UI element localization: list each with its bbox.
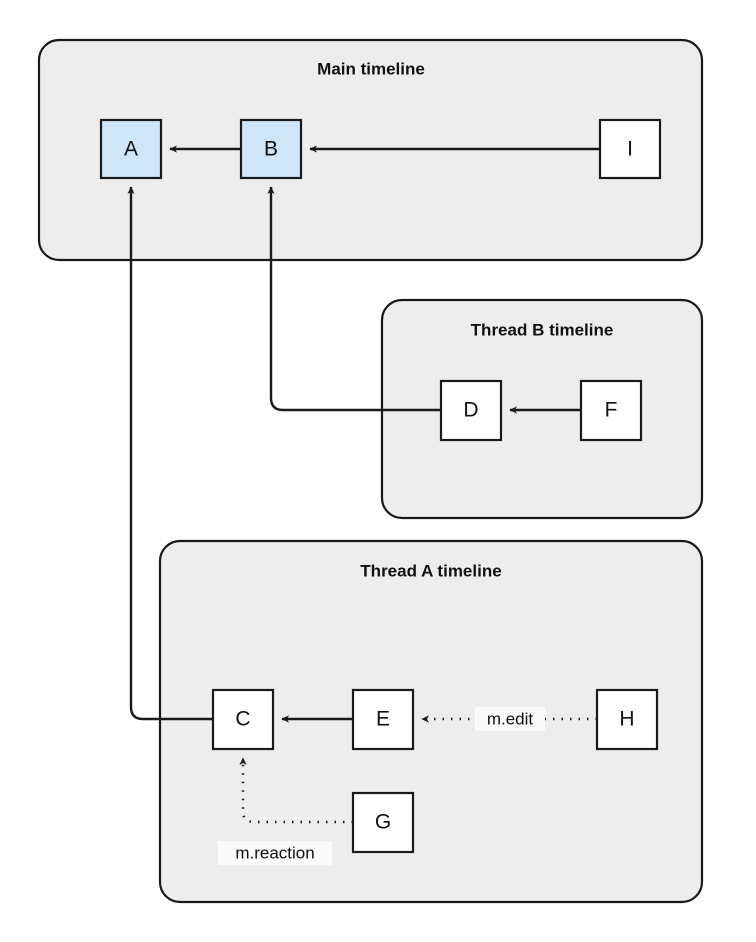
panel-thread_a-title: Thread A timeline	[360, 561, 501, 580]
node-G[interactable]: G	[351, 791, 415, 854]
node-F-rect[interactable]	[579, 379, 643, 442]
panel-thread_a-rect	[158, 539, 704, 904]
node-A-rect[interactable]	[99, 118, 163, 180]
node-B-rect[interactable]	[239, 118, 303, 180]
panel-thread_b-title: Thread B timeline	[471, 320, 614, 339]
edge-C-A	[127, 186, 213, 721]
panel-main-title: Main timeline	[317, 59, 425, 78]
edge-label-H-E-text: m.edit	[487, 709, 534, 728]
node-I[interactable]: I	[598, 118, 662, 180]
node-E-label: E	[376, 708, 390, 731]
node-G-rect[interactable]	[351, 791, 415, 854]
node-E-rect[interactable]	[351, 688, 415, 751]
node-D-rect[interactable]	[439, 379, 503, 442]
node-C[interactable]: C	[211, 688, 275, 751]
node-C-rect[interactable]	[211, 688, 275, 751]
node-D-label: D	[463, 399, 478, 422]
edge-label-G-C: m.reaction	[218, 841, 332, 865]
edge-D-B	[267, 186, 441, 412]
node-H-rect[interactable]	[595, 688, 659, 751]
edge-label-H-E: m.edit	[475, 707, 545, 731]
node-D[interactable]: D	[439, 379, 503, 442]
node-I-rect[interactable]	[598, 118, 662, 180]
node-G-label: G	[375, 811, 391, 834]
node-A[interactable]: A	[99, 118, 163, 180]
node-C-label: C	[235, 708, 250, 731]
edge-label-H-E-background	[475, 707, 545, 731]
panel-thread_a: Thread A timeline	[158, 539, 704, 904]
node-E[interactable]: E	[351, 688, 415, 751]
edge-label-G-C-background	[218, 841, 332, 865]
node-F-label: F	[605, 399, 618, 422]
edges-layer	[127, 145, 600, 824]
nodes-layer: A B I D F C E H G	[99, 118, 662, 854]
node-H[interactable]: H	[595, 688, 659, 751]
edge-label-G-C-text: m.reaction	[235, 843, 314, 862]
node-B-label: B	[264, 138, 278, 161]
edge-labels-layer: m.edit m.reaction	[218, 707, 545, 865]
node-I-label: I	[627, 138, 633, 161]
node-A-label: A	[124, 138, 138, 161]
node-F[interactable]: F	[579, 379, 643, 442]
node-B[interactable]: B	[239, 118, 303, 180]
node-H-label: H	[619, 708, 634, 731]
